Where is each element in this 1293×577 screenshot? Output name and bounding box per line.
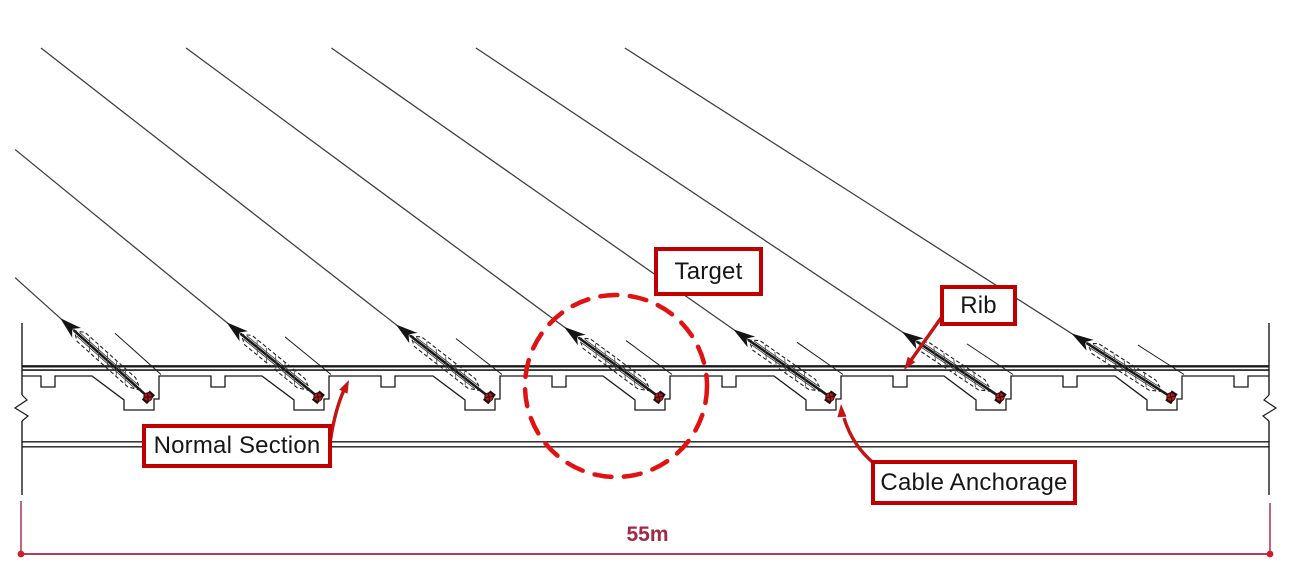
span-dimension-label: 55m <box>626 523 669 546</box>
cable-arrowhead-icon <box>901 331 924 350</box>
target-callout: Target <box>654 247 763 296</box>
cable-anchorage-arrow <box>837 404 878 467</box>
target-callout-label: Target <box>674 257 743 285</box>
deck-end-break-left <box>13 323 30 495</box>
cable-anchorage-4 <box>564 326 673 405</box>
normal-section-arrow-head-icon <box>339 380 349 394</box>
gusset-line <box>455 338 503 375</box>
cable-anchorage-6 <box>901 331 1014 405</box>
anchor-barrel <box>733 329 837 405</box>
cable-anchorage-5 <box>733 329 844 405</box>
break-mark-icon <box>1261 394 1278 422</box>
anchor-barrel <box>564 326 666 405</box>
span-dimension-group <box>17 501 1274 558</box>
deck-group <box>13 323 1278 495</box>
normal-section-arrow <box>328 380 349 441</box>
break-mark-icon <box>13 394 30 422</box>
stay-cables-group <box>14 47 1172 398</box>
cable-anchorage-arrow-head-icon <box>837 404 847 418</box>
deck-end-break-right <box>1261 323 1278 495</box>
cable-arrowhead-icon <box>564 326 586 346</box>
anchor-barrel <box>226 322 325 405</box>
gusset-line <box>625 340 673 375</box>
anchor-barrel <box>901 331 1007 405</box>
cable-arrowhead-icon <box>1071 333 1094 351</box>
anchor-barrel <box>1071 333 1178 405</box>
callout-arrows-group <box>328 317 943 467</box>
cable-anchorage-callout: Cable Anchorage <box>871 460 1077 505</box>
anchorages-group <box>60 318 1185 405</box>
rib-arrow <box>904 317 943 370</box>
rib-callout: Rib <box>940 285 1017 326</box>
cable-anchorage-1 <box>60 318 162 405</box>
cable-anchorage-3 <box>395 324 503 405</box>
dimension-endpoint-right <box>1266 550 1274 558</box>
gusset-line <box>966 343 1014 375</box>
cable-anchorage-7 <box>1071 333 1185 405</box>
cable-anchorage-2 <box>226 322 332 405</box>
normal-section-arrow-line <box>328 389 346 441</box>
target-highlight-circle <box>522 292 710 480</box>
cable-arrowhead-icon <box>395 324 418 344</box>
dimension-endpoint-left <box>17 550 25 558</box>
gusset-line <box>796 341 844 375</box>
rib-arrow-line <box>906 317 943 366</box>
anchor-barrel <box>60 318 155 405</box>
cable-arrowhead-icon <box>733 329 756 348</box>
gusset-line <box>114 332 162 375</box>
cable-anchorage-callout-label: Cable Anchorage <box>880 468 1068 496</box>
cable-arrowhead-icon <box>226 322 248 342</box>
deck-underside-ribs-path <box>22 375 1269 411</box>
anchor-barrel <box>395 324 496 405</box>
rib-callout-label: Rib <box>960 291 997 319</box>
stay-cable-5 <box>331 47 831 398</box>
cable-arrowhead-icon <box>60 318 81 338</box>
gusset-line <box>1137 344 1185 375</box>
rib-arrow-head-icon <box>904 356 916 370</box>
normal-section-callout: Normal Section <box>142 424 332 468</box>
gusset-line <box>284 336 332 375</box>
normal-section-callout-label: Normal Section <box>153 432 321 459</box>
